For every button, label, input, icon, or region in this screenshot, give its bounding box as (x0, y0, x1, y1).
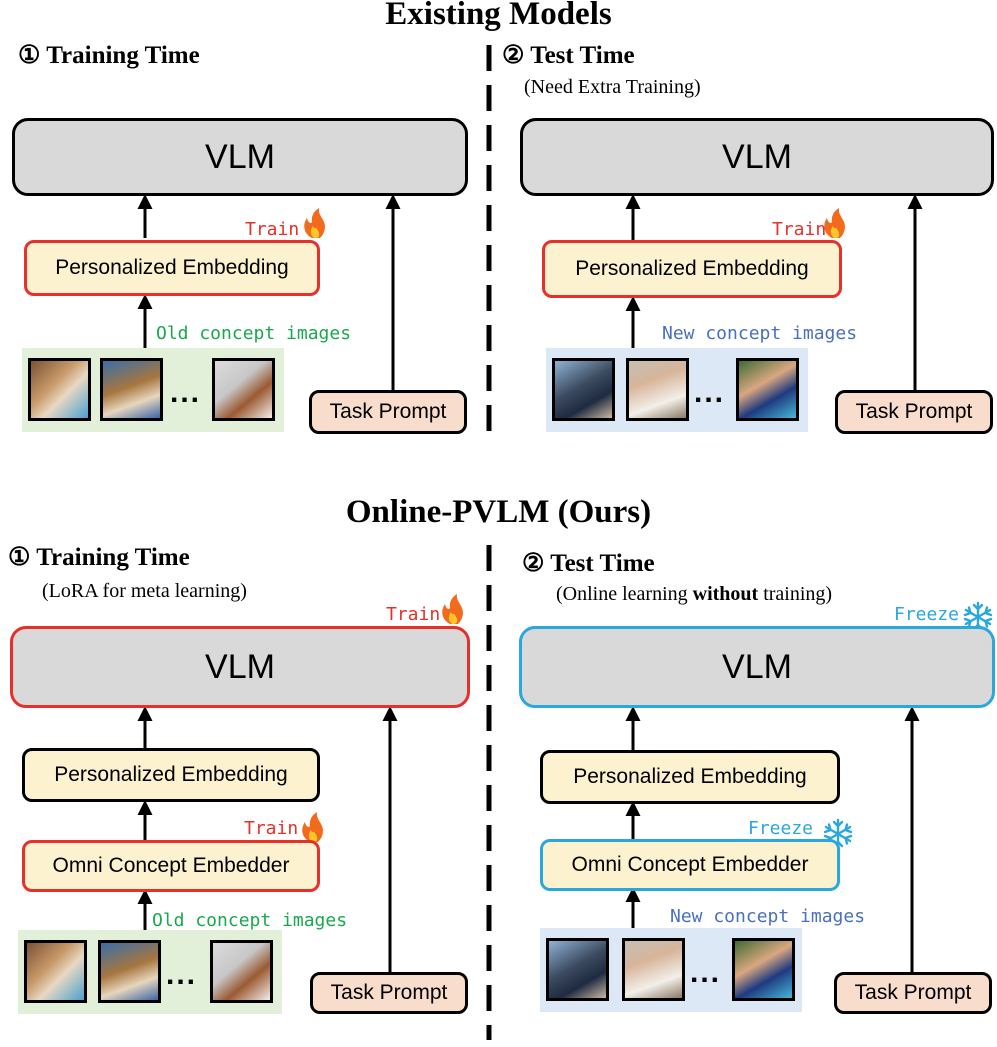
task-prompt-box: Task Prompt (834, 972, 992, 1014)
dog-image (212, 358, 275, 421)
vlm-box: VLM (519, 626, 995, 708)
freeze-tag: Freeze (894, 604, 960, 625)
fire-icon (442, 594, 463, 624)
person-image (552, 358, 615, 421)
person-image (736, 358, 799, 421)
ours-training-time-heading: ① Training Time (8, 544, 190, 571)
old-concept-images-label: Old concept images (156, 323, 352, 344)
personalized-embedding-box: Personalized Embedding (542, 240, 842, 298)
fire-icon (302, 812, 323, 842)
dog-image (98, 940, 161, 1003)
task-prompt-box: Task Prompt (310, 972, 468, 1014)
dog-image (100, 358, 163, 421)
person-image (622, 938, 685, 1001)
ours-training-time-subtitle: (LoRA for meta learning) (42, 580, 247, 602)
personalized-embedding-box: Personalized Embedding (540, 750, 840, 804)
existing-test-time-subtitle: (Need Extra Training) (524, 76, 701, 98)
dog-image (24, 940, 87, 1003)
subtitle-part: training) (758, 583, 833, 605)
ellipsis: ... (690, 956, 722, 989)
dog-image (210, 940, 273, 1003)
concept-images-panel: ... (22, 348, 284, 432)
dog-image (28, 358, 91, 421)
ours-test-time-subtitle: (Online learning without training) (556, 583, 832, 606)
subtitle-part: (Online learning (556, 583, 693, 605)
ellipsis: ... (166, 958, 198, 991)
fire-icon (824, 208, 845, 238)
new-concept-images-label: New concept images (670, 906, 866, 927)
personalized-embedding-box: Personalized Embedding (22, 748, 320, 802)
ellipsis: ... (170, 376, 202, 409)
train-tag: Train (245, 219, 300, 240)
personalized-embedding-box: Personalized Embedding (24, 240, 320, 296)
concept-images-panel: ... (546, 348, 808, 432)
person-image (732, 938, 795, 1001)
new-concept-images-label: New concept images (662, 323, 858, 344)
vlm-box: VLM (10, 626, 470, 708)
ours-test-time-heading: ② Test Time (522, 550, 655, 577)
task-prompt-box: Task Prompt (309, 390, 467, 434)
person-image (546, 938, 609, 1001)
subtitle-bold-part: without (692, 583, 759, 605)
ellipsis: ... (694, 376, 726, 409)
old-concept-images-label: Old concept images (152, 910, 348, 931)
omni-concept-embedder-box: Omni Concept Embedder (22, 840, 320, 892)
vlm-box: VLM (520, 118, 994, 196)
ours-title: Online-PVLM (Ours) (345, 494, 652, 530)
concept-images-panel: ... (540, 928, 802, 1012)
freeze-tag: Freeze (748, 818, 814, 839)
train-tag: Train (772, 219, 827, 240)
train-tag: Train (386, 604, 441, 625)
person-image (626, 358, 689, 421)
train-tag: Train (244, 818, 299, 839)
fire-icon (304, 208, 325, 238)
vlm-box: VLM (12, 118, 468, 196)
existing-test-time-heading: ② Test Time (502, 42, 635, 69)
existing-models-title: Existing Models (385, 0, 612, 32)
task-prompt-box: Task Prompt (835, 390, 993, 434)
omni-concept-embedder-box: Omni Concept Embedder (540, 839, 840, 891)
concept-images-panel: ... (18, 930, 282, 1014)
existing-training-time-heading: ① Training Time (18, 42, 200, 69)
